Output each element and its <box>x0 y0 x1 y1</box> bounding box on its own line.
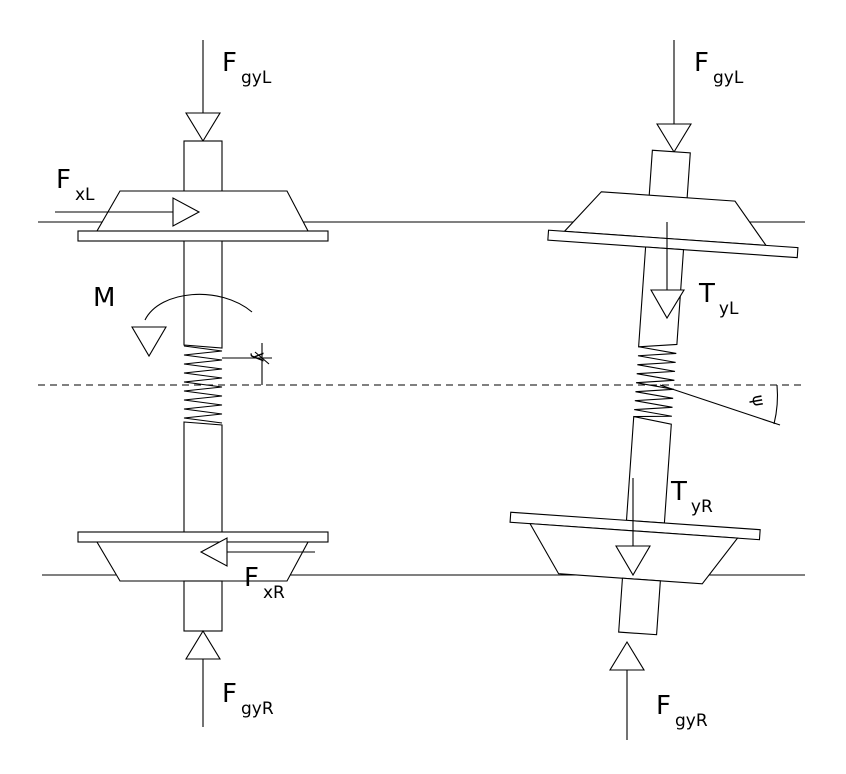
left-fxr-arrowhead <box>199 537 228 567</box>
moment-arrowhead <box>131 326 167 358</box>
left-mid-shaft-lower <box>183 421 223 533</box>
right-upper-shaft <box>648 149 691 204</box>
left-lower-shaft <box>183 580 223 632</box>
left-assembly <box>55 40 329 727</box>
right-bottom-force-arrowhead <box>609 640 645 671</box>
label-offset-y: y <box>249 352 269 362</box>
left-top-plate <box>77 230 329 242</box>
left-bottom-force-arrowhead <box>185 629 221 660</box>
right-tilted-group <box>509 149 799 636</box>
label-moment: M <box>93 283 115 313</box>
label-angle-psi: ψ <box>747 393 769 408</box>
left-top-force-arrowhead <box>185 112 221 143</box>
offset-tick <box>254 351 270 365</box>
right-top-force-arrowhead <box>656 123 692 154</box>
right-lower-shaft <box>618 577 661 636</box>
right-tyl-arrowhead <box>650 289 685 320</box>
left-top-block <box>96 190 309 232</box>
left-spring <box>183 345 223 424</box>
right-tyr-arrowhead <box>615 545 651 577</box>
angle-line <box>659 384 781 426</box>
right-spring <box>633 346 677 418</box>
left-bottom-block <box>96 541 309 582</box>
angle-arc <box>773 384 778 425</box>
moment-arc <box>144 293 253 321</box>
left-fxl-arrowhead <box>172 197 201 227</box>
left-bottom-plate <box>77 531 329 543</box>
right-assembly <box>509 40 799 740</box>
